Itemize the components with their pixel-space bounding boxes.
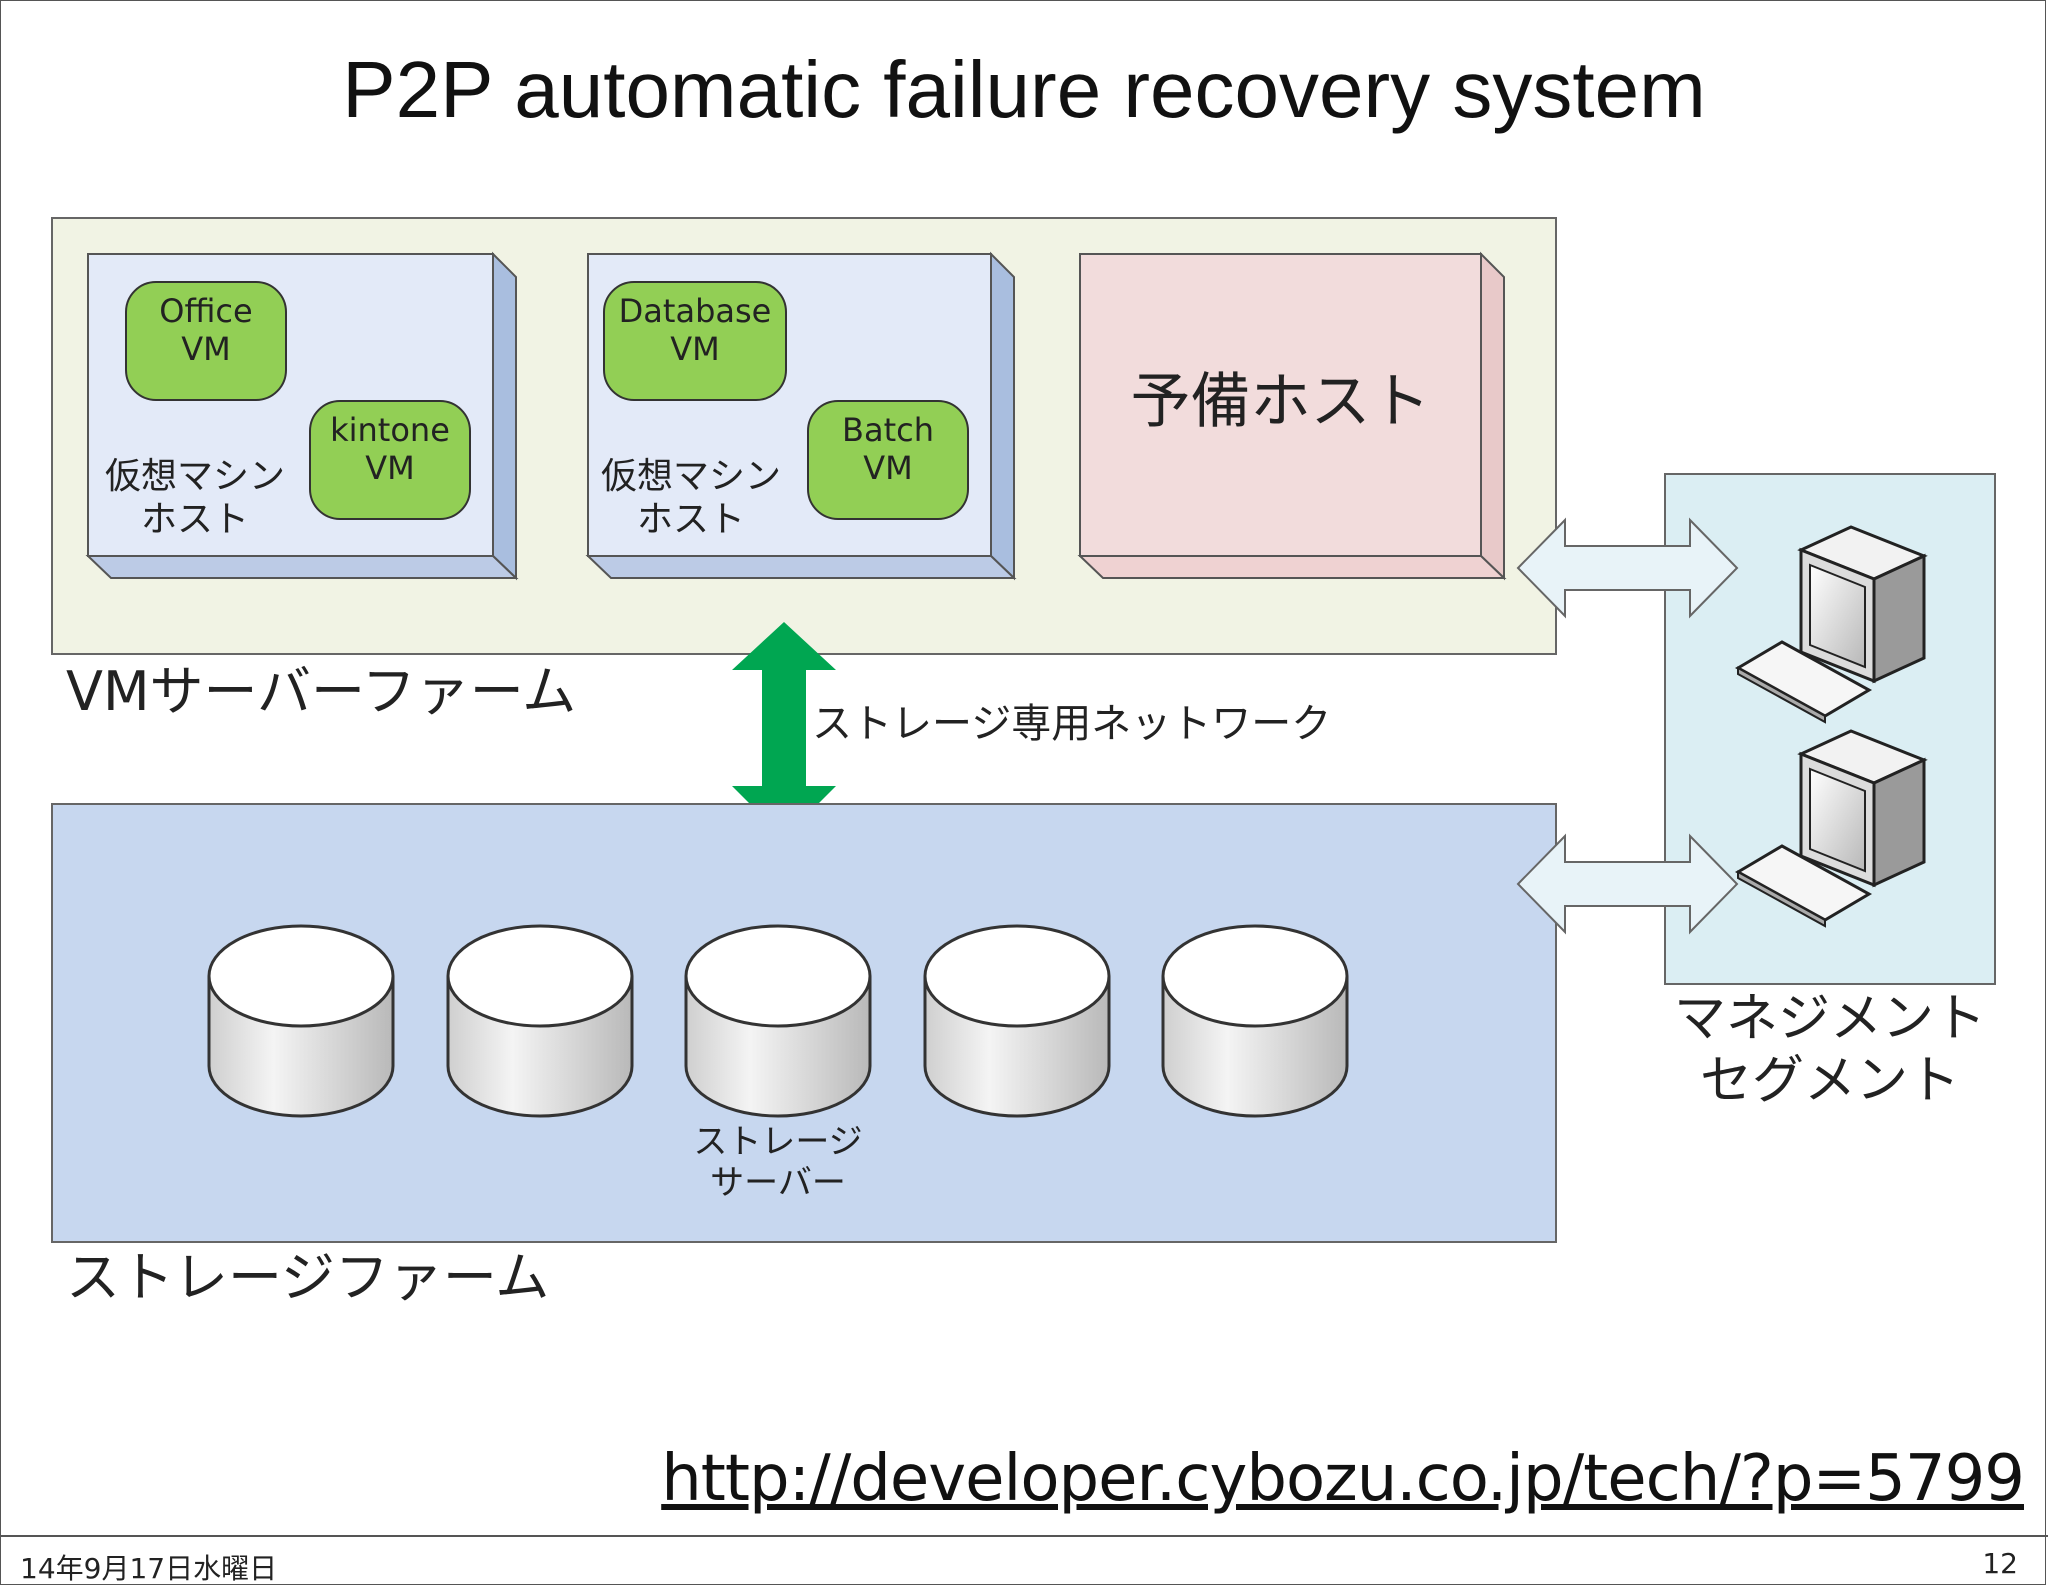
management-segment-label: マネジメント セグメント (1673, 989, 1986, 1112)
database-cylinder-icon (446, 924, 634, 1118)
storage-farm-label: ストレージファーム (66, 1246, 550, 1309)
host-1-label: 仮想マシン ホスト (104, 456, 285, 541)
office-vm (125, 281, 287, 401)
database-cylinder-icon (1161, 924, 1349, 1118)
database-vm (603, 281, 787, 401)
database-cylinder-icon (684, 924, 872, 1118)
database-vm-label: Database VM (618, 292, 772, 369)
batch-vm-label: Batch VM (842, 411, 934, 488)
spare-host (1077, 251, 1507, 581)
slide-footer: 14年9月17日水曜日 12 (0, 1535, 2048, 1587)
footer-date: 14年9月17日水曜日 (20, 1552, 278, 1585)
storage-network-arrow (732, 622, 836, 838)
kintone-vm (309, 400, 471, 520)
source-url-link[interactable]: http://developer.cybozu.co.jp/tech/?p=57… (661, 1442, 2025, 1516)
vm-farm-management-link-arrow (1516, 517, 1739, 619)
vm-server-farm-label: VMサーバーファーム (66, 660, 577, 723)
keyboard-icon (1734, 640, 1873, 724)
vm-host-2 (585, 251, 1017, 581)
storage-network-label: ストレージ専用ネットワーク (812, 701, 1332, 747)
storage-servers (207, 924, 1349, 1118)
spare-host-label: 予備ホスト (1130, 367, 1431, 437)
vm-host-1 (85, 251, 519, 581)
keyboard-icon (1734, 844, 1873, 928)
database-cylinder-icon (207, 924, 395, 1118)
computer-icon (1797, 729, 1928, 888)
computer-icon (1797, 525, 1928, 684)
office-vm-label: Office VM (159, 292, 253, 369)
batch-vm (807, 400, 969, 520)
database-cylinder-icon (923, 924, 1111, 1118)
kintone-vm-label: kintone VM (330, 411, 450, 488)
host-2-label: 仮想マシン ホスト (600, 456, 781, 541)
page-number: 12 (1982, 1547, 2018, 1580)
storage-farm-management-link-arrow (1516, 833, 1739, 935)
storage-server-label: ストレージ サーバー (693, 1122, 863, 1203)
slide-title: P2P automatic failure recovery system (342, 45, 1706, 134)
